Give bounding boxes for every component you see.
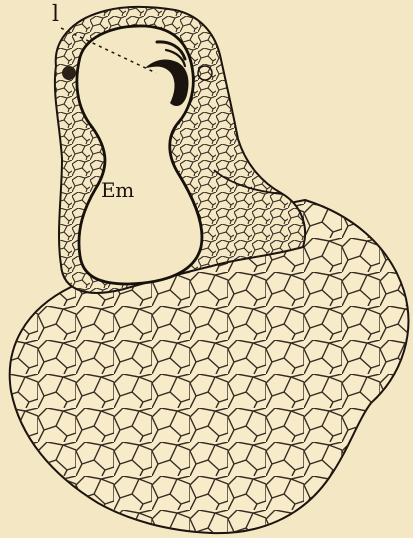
cavity-label: Em <box>101 180 134 200</box>
left-dark-dot <box>62 66 76 80</box>
marker-label: l <box>52 4 59 26</box>
